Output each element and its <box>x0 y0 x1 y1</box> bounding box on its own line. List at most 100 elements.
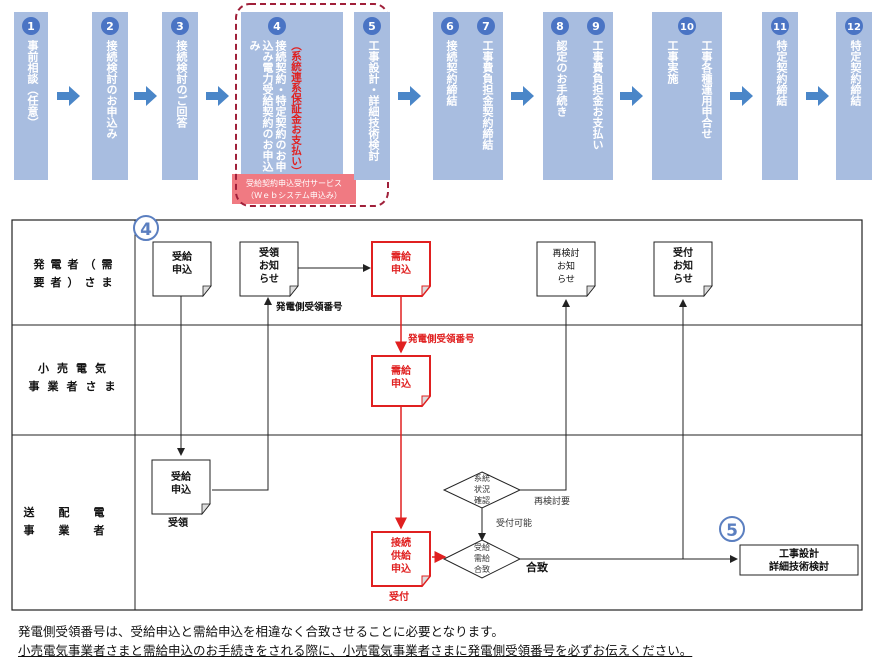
lane-label-generator: 発電者（需 <box>33 257 119 271</box>
step-3-label: 接続検討のご回答 <box>175 40 188 128</box>
step-arrow <box>57 86 80 106</box>
swimlane-frame <box>11 219 863 611</box>
label-accept-ok: 受付可能 <box>496 517 532 529</box>
step-1-number: 1 <box>27 20 35 33</box>
svg-text:再検討: 再検討 <box>552 247 579 259</box>
doc-jukyu-generator: 需給 申込 <box>371 241 432 298</box>
step-4-sublabel: （系統連系保証金お支払い） <box>290 40 302 177</box>
svg-text:らせ: らせ <box>259 273 279 285</box>
label-recheck-needed: 再検討要 <box>534 495 570 507</box>
web-service-line2: （Ｗｅｂシステム申込み） <box>246 190 342 200</box>
svg-text:申込: 申込 <box>391 562 411 575</box>
svg-text:詳細技術検討: 詳細技術検討 <box>769 560 829 573</box>
step-3-number: 3 <box>176 20 184 33</box>
svg-text:申込: 申込 <box>171 483 191 496</box>
process-design-box: 工事設計 詳細技術検討 <box>739 544 859 576</box>
doc-accept-notice: 受付 お知 らせ <box>653 241 713 298</box>
step-arrows <box>57 86 829 106</box>
step-arrow <box>134 86 157 106</box>
lane-label-retailer: 小売電気 <box>37 361 114 375</box>
step-2-number: 2 <box>106 20 114 33</box>
connector-match-to-accept <box>518 299 687 560</box>
connector-tso-to-notice <box>212 297 272 491</box>
step-9-number: 9 <box>592 20 600 33</box>
svg-text:事業者さま: 事業者さま <box>29 379 124 393</box>
lane-label-tso: 送配電 <box>23 505 129 519</box>
svg-text:受給: 受給 <box>474 542 490 552</box>
phase-marker-start-number: 4 <box>140 220 152 240</box>
decision-match: 受給 需給 合致 <box>442 539 522 579</box>
doc-connect-tso: 接続 供給 申込 <box>371 531 432 588</box>
step-10-label: 工事実施 <box>666 40 679 84</box>
doc-juryo-notice: 受領 お知 らせ <box>239 241 299 298</box>
svg-text:お知: お知 <box>557 260 575 272</box>
svg-text:需給: 需給 <box>391 250 412 263</box>
step-3: 3 <box>162 12 198 180</box>
phase-marker-end <box>719 516 745 542</box>
step-8-number: 8 <box>556 20 564 33</box>
step-11: 11 <box>762 12 798 180</box>
svg-text:要者）さま: 要者）さま <box>34 275 119 289</box>
svg-text:お知: お知 <box>259 259 279 272</box>
svg-text:系統: 系統 <box>474 473 490 483</box>
note-line-2: 小売電気事業者さまと需給申込のお手続きをされる際に、小売電気事業者さまに発電側受… <box>18 643 693 658</box>
step-4-label: 接続契約・特定契約のお申込み電力受給契約のお申込み <box>248 40 287 172</box>
svg-text:工事設計: 工事設計 <box>779 547 819 560</box>
svg-text:受給: 受給 <box>172 250 193 263</box>
step-8-label: 認定のお手続き <box>555 40 568 117</box>
svg-text:受領: 受領 <box>259 246 280 259</box>
step-2: 2 <box>92 12 128 180</box>
step-6-7: 6 7 <box>433 12 503 180</box>
step-4-number: 4 <box>273 20 281 33</box>
svg-text:申込: 申込 <box>391 377 411 390</box>
step-10: 10 <box>652 12 722 180</box>
label-juryo: 受領 <box>168 516 189 529</box>
step-11-number: 11 <box>773 22 787 33</box>
step-arrow <box>511 86 534 106</box>
step-6-label: 接続契約締結 <box>445 40 458 106</box>
label-gen-number-red: 発電側受領番号 <box>407 333 475 345</box>
step-1: 1 <box>14 12 48 180</box>
doc-recheck-notice: 再検討 お知 らせ <box>536 241 596 298</box>
step-10-label2: 工事各種運用申合せ <box>700 40 713 139</box>
web-service-box <box>232 174 356 204</box>
svg-text:申込: 申込 <box>172 263 192 276</box>
step-6-number: 6 <box>446 20 454 33</box>
note-line-1: 発電側受領番号は、受給申込と需給申込を相違なく合致させることに必要となります。 <box>18 624 504 639</box>
svg-text:らせ: らせ <box>673 273 693 285</box>
step-5: 5 <box>354 12 390 180</box>
step-9-label: 工事費負担金お支払い <box>591 40 604 150</box>
web-service-line1: 受給契約申込受付サービス <box>246 178 342 188</box>
step-8-9: 8 9 <box>543 12 613 180</box>
step-7-number: 7 <box>482 20 490 33</box>
label-match: 合致 <box>526 560 549 574</box>
step-12-number: 12 <box>847 22 861 33</box>
label-uketsuke: 受付 <box>389 590 409 603</box>
step-11-label: 特定契約締結 <box>775 40 788 106</box>
svg-text:合致: 合致 <box>474 564 490 574</box>
step-arrow <box>806 86 829 106</box>
svg-text:状況: 状況 <box>474 484 490 494</box>
step-5-number: 5 <box>368 20 376 33</box>
step-10-number: 10 <box>680 22 694 33</box>
step-1-number-badge <box>22 17 40 35</box>
svg-text:需給: 需給 <box>391 364 412 377</box>
doc-jukyu-retailer: 需給 申込 <box>371 355 432 408</box>
step-arrow <box>206 86 229 106</box>
connector-to-recheck <box>482 299 570 491</box>
step-7-label: 工事費負担金契約締結 <box>481 40 494 150</box>
label-gen-number: 発電側受領番号 <box>275 301 343 313</box>
svg-text:確認: 確認 <box>474 495 490 505</box>
step-4: 4 受給契約申込受付サービス （Ｗｅｂシステム申込み） <box>232 12 356 204</box>
doc-juryo-generator: 受給 申込 <box>152 241 212 298</box>
step-arrow <box>398 86 421 106</box>
svg-text:らせ: らせ <box>557 274 575 285</box>
step-1-label: 事前相談（任意） <box>26 40 39 128</box>
svg-text:受付: 受付 <box>673 246 693 259</box>
step-12-label: 特定契約締結 <box>849 40 862 106</box>
phase-marker-start <box>133 215 159 241</box>
step-12: 12 <box>836 12 872 180</box>
svg-text:事業者: 事業者 <box>24 523 129 537</box>
decision-system-check: 系統 状況 確認 <box>442 471 522 509</box>
